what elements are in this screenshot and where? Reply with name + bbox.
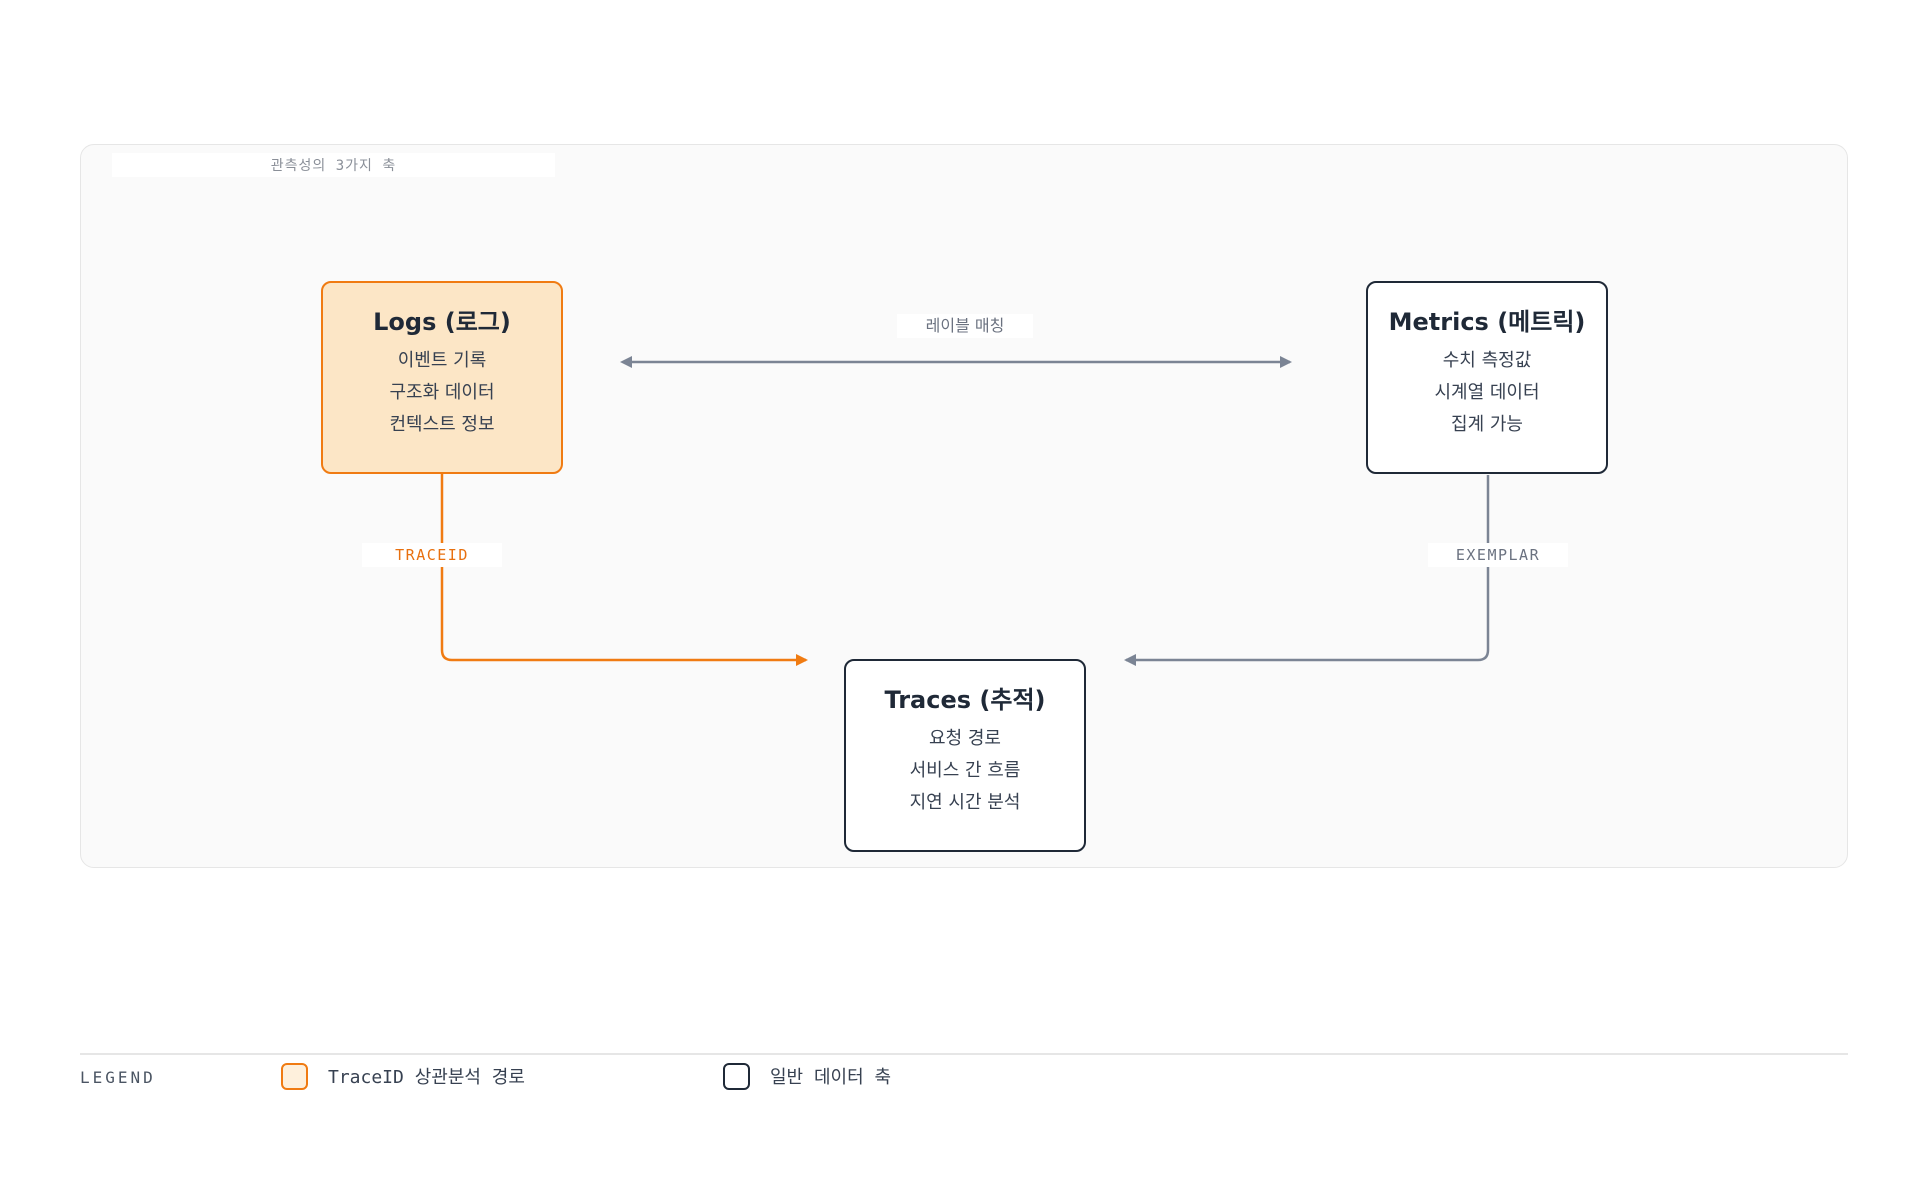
node-metrics-line: 시계열 데이터 [1434,382,1540,403]
legend-swatch-traceid [281,1062,308,1090]
edge-metrics-traces [1124,475,1490,666]
node-metrics-title: Metrics (메트릭) [1388,308,1586,336]
edge-label-exemplar: EXEMPLAR [1428,543,1568,567]
group-label: 관측성의 3가지 축 [270,158,397,174]
node-traces-line: 지연 시간 분석 [909,792,1021,813]
legend-label: 일반 데이터 축 [770,1067,892,1088]
edge-logs-traces [436,453,808,666]
edge-label-traceid: TRACEID [362,543,502,567]
node-logs[interactable]: Logs (로그) 이벤트 기록 구조화 데이터 컨텍스트 정보 [321,281,563,474]
node-metrics[interactable]: Metrics (메트릭) 수치 측정값 시계열 데이터 집계 가능 [1366,281,1608,474]
group-label-background [112,153,555,177]
legend-swatch-general [723,1062,750,1090]
node-logs-line: 이벤트 기록 [397,350,487,371]
edge-label-label-match: 레이블 매칭 [897,314,1033,338]
node-metrics-line: 집계 가능 [1451,414,1523,435]
node-traces-title: Traces (추적) [884,686,1046,714]
node-traces-line: 서비스 간 흐름 [909,760,1021,781]
legend-divider [80,1053,1848,1055]
node-logs-title: Logs (로그) [373,308,511,336]
legend-item-traceid: TraceID 상관분석 경로 [281,1061,525,1091]
node-logs-line: 구조화 데이터 [389,382,495,403]
node-metrics-line: 수치 측정값 [1442,350,1532,371]
node-traces-line: 요청 경로 [929,728,1001,749]
node-traces[interactable]: Traces (추적) 요청 경로 서비스 간 흐름 지연 시간 분석 [844,659,1086,852]
legend-item-general: 일반 데이터 축 [723,1061,891,1091]
legend-title: LEGEND [80,1068,156,1087]
legend-label: TraceID 상관분석 경로 [328,1067,525,1088]
node-logs-line: 컨텍스트 정보 [389,414,495,435]
